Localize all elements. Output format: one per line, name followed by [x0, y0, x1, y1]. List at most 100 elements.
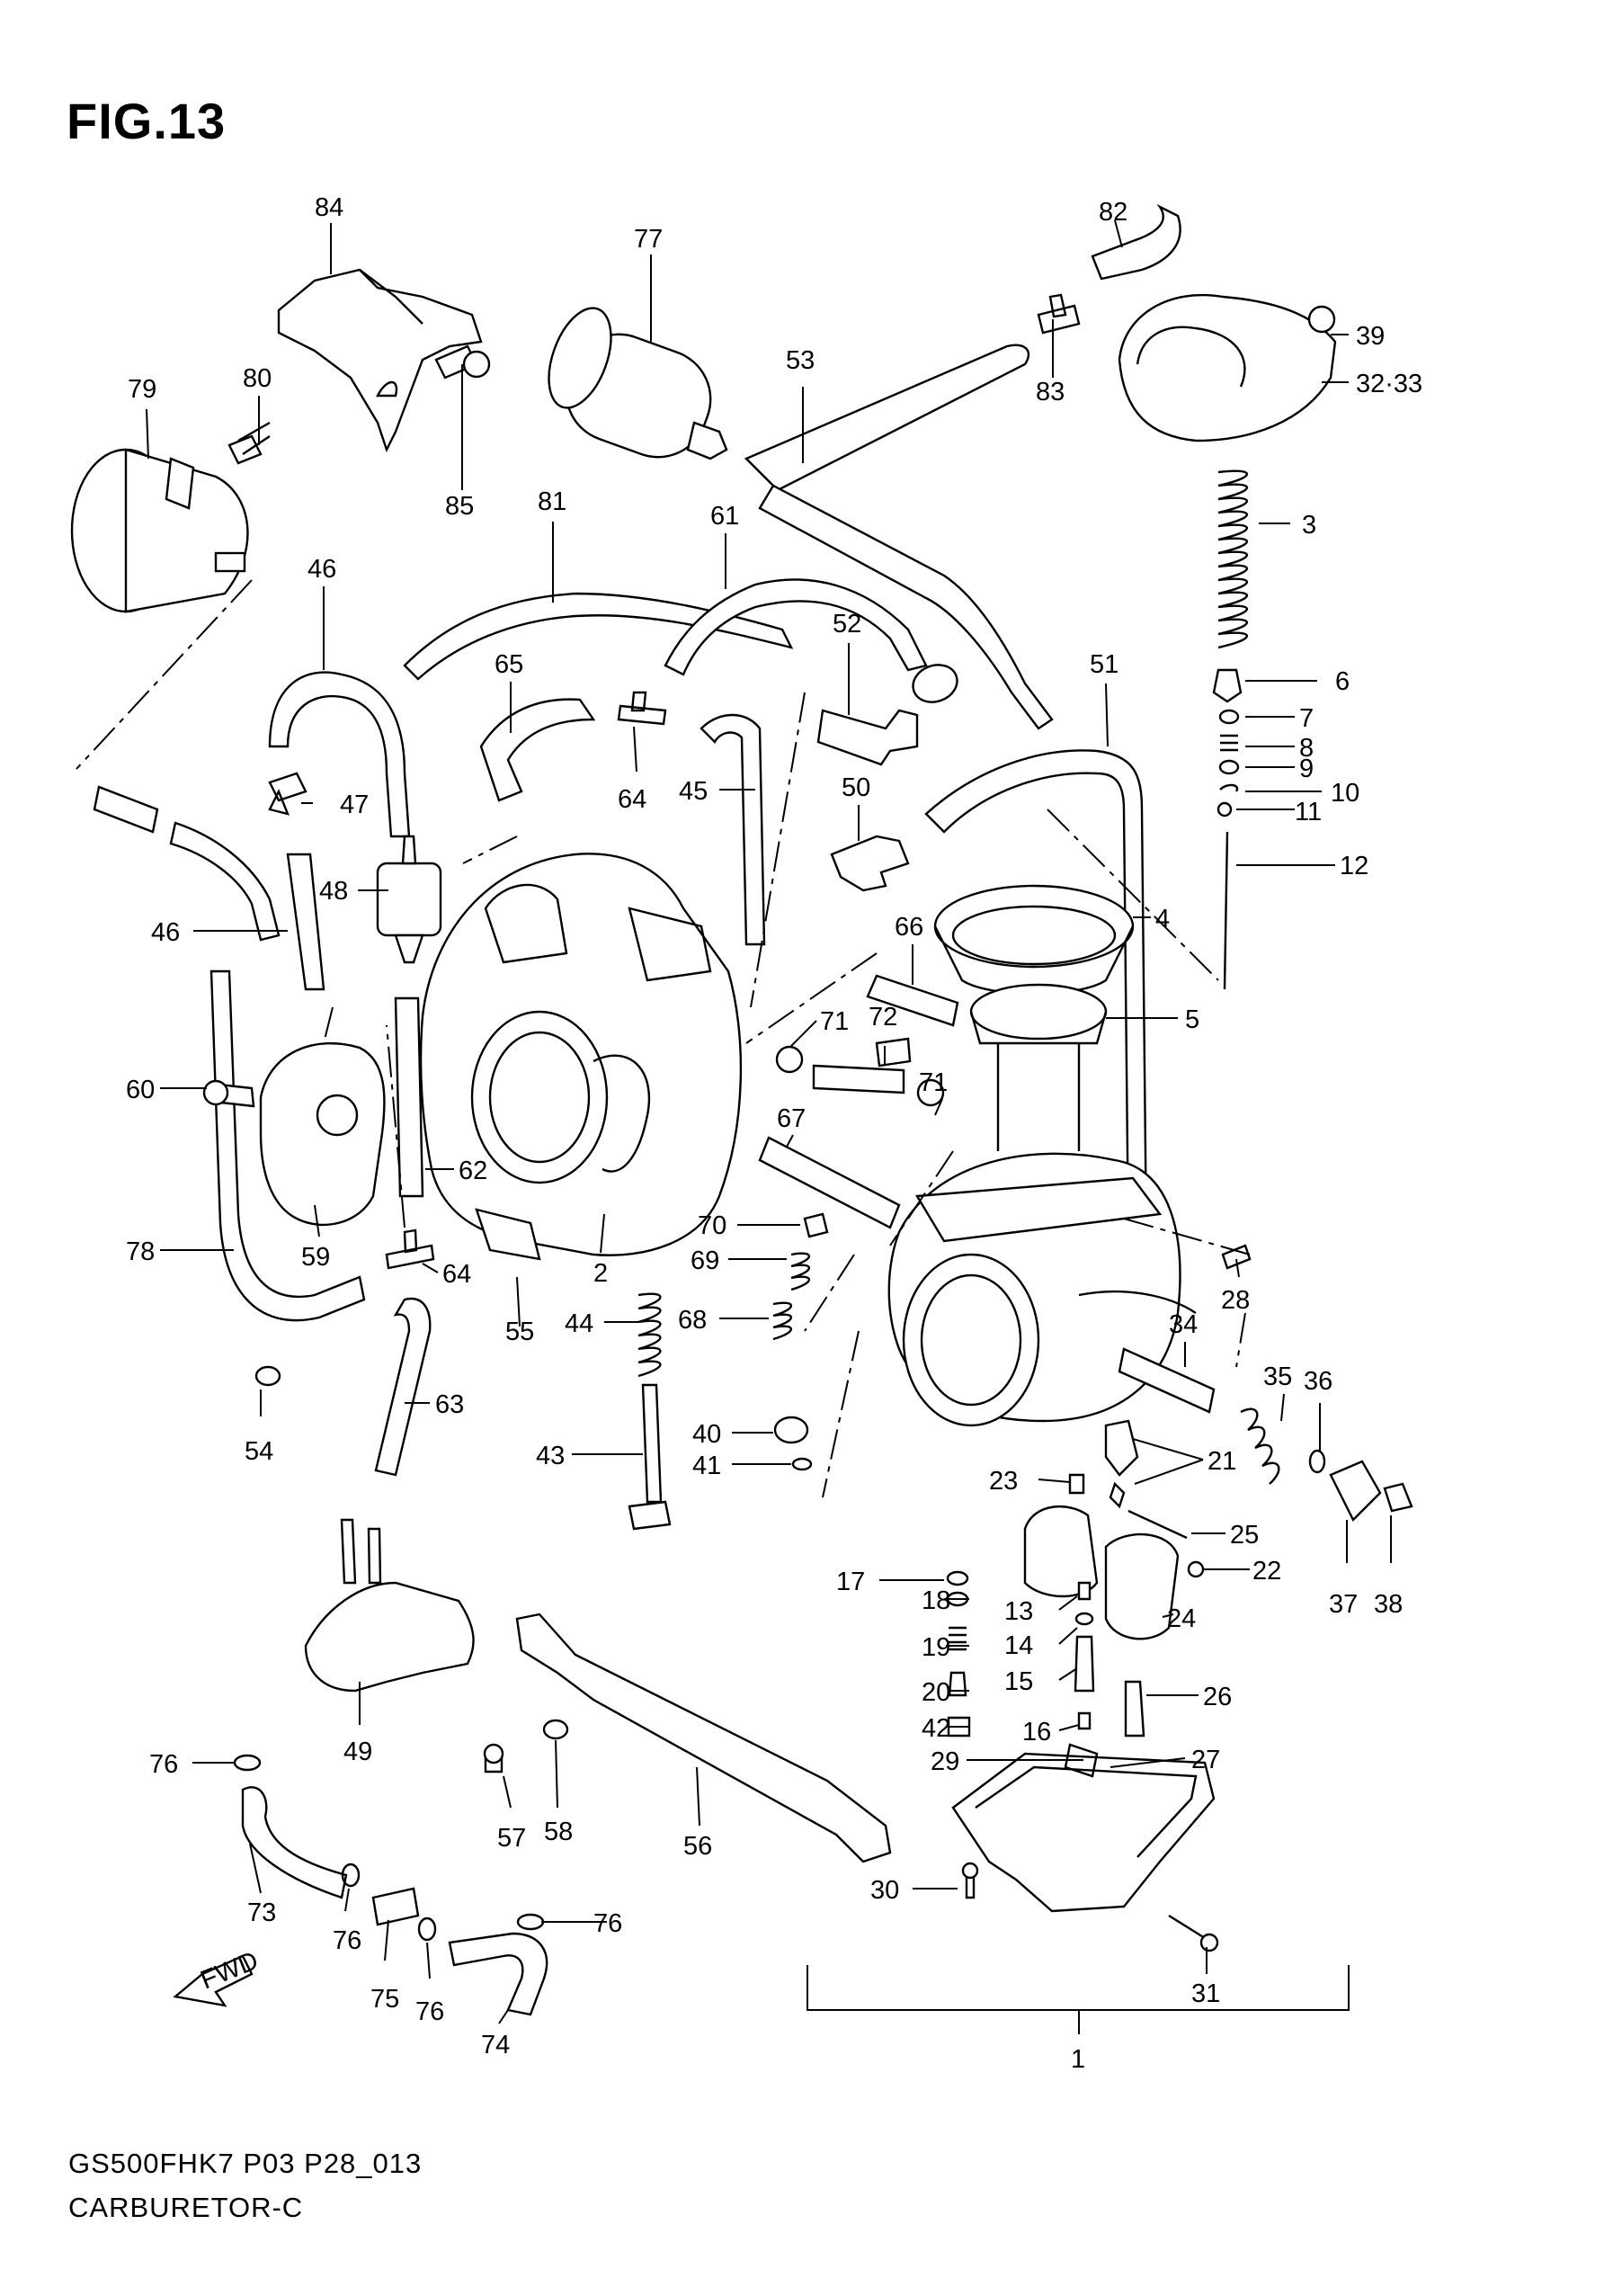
diagram-name: CARBURETOR-C — [68, 2192, 304, 2223]
callout-76b: 76 — [333, 1926, 361, 1955]
part-throttle-sensor-59 — [259, 1041, 386, 1226]
part-pin-25 — [1127, 1509, 1188, 1540]
callout-77: 77 — [634, 225, 663, 254]
part-tee-64b — [385, 1228, 435, 1270]
part-clip-55 — [475, 1208, 541, 1261]
part-screw-23 — [1068, 1473, 1085, 1495]
part-hose-82 — [1091, 203, 1181, 281]
callout-80: 80 — [243, 364, 272, 393]
callout-35: 35 — [1263, 1362, 1292, 1391]
callout-34: 34 — [1169, 1310, 1198, 1339]
part-screw-43 — [628, 1383, 672, 1531]
callout-39: 39 — [1356, 322, 1385, 351]
part-screw-85 — [434, 344, 491, 380]
diagram-code: GS500FHK7 P03 P28_013 — [68, 2148, 423, 2179]
part-needle-stack-6-12 — [1212, 668, 1243, 990]
part-coil-79 — [70, 448, 249, 613]
callout-78: 78 — [126, 1237, 155, 1266]
callout-64a: 64 — [618, 785, 646, 814]
callout-85: 85 — [445, 492, 474, 521]
callout-57: 57 — [497, 1824, 526, 1853]
callout-numbers: 84 77 82 39 32·33 79 80 83 53 85 81 61 3… — [126, 193, 1422, 2074]
callout-41: 41 — [692, 1452, 721, 1480]
part-clamp-76b — [341, 1863, 361, 1888]
callout-79: 79 — [128, 375, 156, 404]
callout-28: 28 — [1221, 1286, 1250, 1315]
part-float-bowl — [951, 1743, 1216, 1913]
callout-55: 55 — [505, 1318, 534, 1346]
callout-64b: 64 — [442, 1260, 471, 1289]
callout-18: 18 — [922, 1586, 950, 1615]
callout-27: 27 — [1191, 1746, 1220, 1774]
part-hose-61 — [664, 578, 928, 676]
callout-82: 82 — [1099, 198, 1127, 227]
callout-45: 45 — [679, 777, 708, 806]
part-bolt-80 — [227, 421, 271, 465]
callout-13: 13 — [1004, 1597, 1033, 1626]
callout-25: 25 — [1230, 1521, 1259, 1550]
callout-71b: 71 — [919, 1068, 948, 1097]
part-cap-40 — [773, 1416, 809, 1444]
callout-2: 2 — [593, 1259, 608, 1288]
callout-83: 83 — [1036, 378, 1065, 406]
part-clamp-76a — [233, 1754, 262, 1772]
callout-69: 69 — [691, 1246, 719, 1275]
callout-10: 10 — [1331, 779, 1359, 808]
callout-51: 51 — [1090, 650, 1118, 679]
callout-23: 23 — [989, 1467, 1018, 1496]
callout-8: 8 — [1299, 734, 1314, 763]
fwd-label: FWD — [197, 1946, 263, 1995]
callout-59: 59 — [301, 1243, 330, 1272]
part-hose-46a — [268, 671, 411, 838]
part-oring-36 — [1308, 1449, 1326, 1474]
part-tee-83 — [1037, 293, 1081, 335]
part-screw-31 — [1168, 1914, 1219, 1952]
callout-61: 61 — [710, 502, 739, 531]
callout-36: 36 — [1304, 1367, 1332, 1396]
part-hose-48 — [286, 853, 325, 991]
callout-62: 62 — [459, 1157, 487, 1185]
callout-6: 6 — [1335, 667, 1350, 696]
part-screw-70 — [803, 1212, 829, 1238]
callout-66: 66 — [895, 913, 923, 942]
callout-29: 29 — [931, 1747, 959, 1776]
part-bracket-56 — [515, 1613, 892, 1863]
part-tee-72 — [775, 1037, 945, 1107]
callout-56: 56 — [683, 1832, 712, 1861]
callout-65: 65 — [495, 650, 523, 679]
callout-38: 38 — [1374, 1590, 1403, 1619]
callout-76c: 76 — [415, 1997, 444, 2026]
part-filter-77 — [548, 307, 728, 460]
callout-53: 53 — [786, 346, 815, 375]
part-tee-64a — [617, 691, 667, 726]
part-hose-63 — [374, 1297, 432, 1477]
callout-11: 11 — [1295, 798, 1322, 826]
callout-15: 15 — [1004, 1667, 1033, 1696]
part-clamp-76c — [417, 1916, 437, 1942]
part-hose-46b — [93, 785, 281, 942]
part-oring-41 — [791, 1457, 813, 1471]
callout-72: 72 — [869, 1003, 897, 1032]
callout-32-33: 32·33 — [1356, 370, 1422, 398]
part-jet-stack-17-20 — [946, 1570, 969, 1697]
callout-14: 14 — [1004, 1631, 1033, 1660]
callout-37: 37 — [1329, 1590, 1358, 1619]
part-spring-69 — [790, 1252, 810, 1291]
part-hose-78 — [209, 969, 366, 1322]
callout-60: 60 — [126, 1076, 155, 1104]
callout-75: 75 — [370, 1985, 399, 2014]
callout-21: 21 — [1208, 1447, 1236, 1476]
callout-50: 50 — [842, 773, 870, 802]
part-clamp-76d — [516, 1913, 545, 1931]
part-bracket-84 — [277, 268, 483, 453]
callout-30: 30 — [870, 1876, 899, 1905]
callout-42: 42 — [922, 1714, 950, 1743]
part-washer-58 — [542, 1719, 569, 1740]
callout-76a: 76 — [149, 1750, 178, 1779]
callout-63: 63 — [435, 1390, 464, 1419]
part-hose-81 — [403, 592, 794, 681]
callout-46a: 46 — [307, 555, 336, 584]
callout-47: 47 — [340, 791, 369, 819]
part-hose-66 — [866, 974, 959, 1027]
part-carb-body-2 — [419, 853, 743, 1256]
